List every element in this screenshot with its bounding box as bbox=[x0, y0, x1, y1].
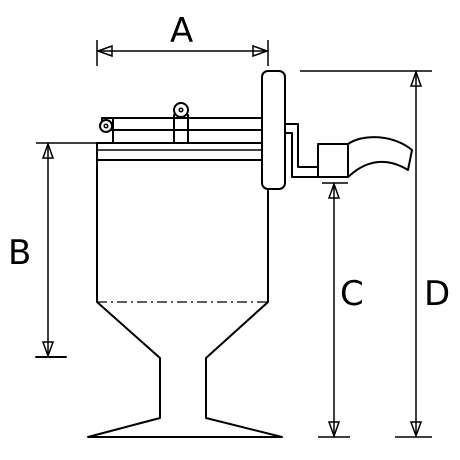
hinge-mid bbox=[173, 102, 189, 118]
hopper-body bbox=[87, 159, 283, 438]
lid-band bbox=[96, 142, 269, 161]
dimension-a: A bbox=[95, 11, 270, 66]
dim-d-arrow-top bbox=[409, 69, 423, 87]
side-plate bbox=[261, 70, 286, 190]
label-d: D bbox=[424, 274, 450, 314]
dim-b-arrow-top bbox=[41, 141, 55, 159]
dimension-c: C bbox=[318, 181, 364, 439]
dimension-d: D bbox=[300, 69, 450, 439]
machine bbox=[87, 70, 413, 438]
dim-d-arrow-bottom bbox=[409, 421, 423, 439]
hinge-left bbox=[99, 119, 113, 133]
dim-a-arrow-left bbox=[95, 44, 113, 58]
label-a: A bbox=[170, 11, 193, 51]
label-b: B bbox=[8, 233, 31, 273]
hinge-left-pin bbox=[103, 123, 109, 129]
hinge-mid-pin bbox=[178, 107, 184, 113]
nozzle-block bbox=[317, 143, 349, 178]
top-rail bbox=[101, 117, 263, 131]
dim-b-arrow-bottom bbox=[41, 341, 55, 359]
bracket bbox=[284, 123, 323, 178]
nozzle-spout bbox=[347, 136, 413, 178]
dim-c-arrow-top bbox=[327, 181, 341, 199]
dim-a-arrow-right bbox=[252, 44, 270, 58]
dimension-b: B bbox=[8, 141, 97, 359]
label-c: C bbox=[340, 274, 364, 314]
dim-c-arrow-bottom bbox=[327, 421, 341, 439]
